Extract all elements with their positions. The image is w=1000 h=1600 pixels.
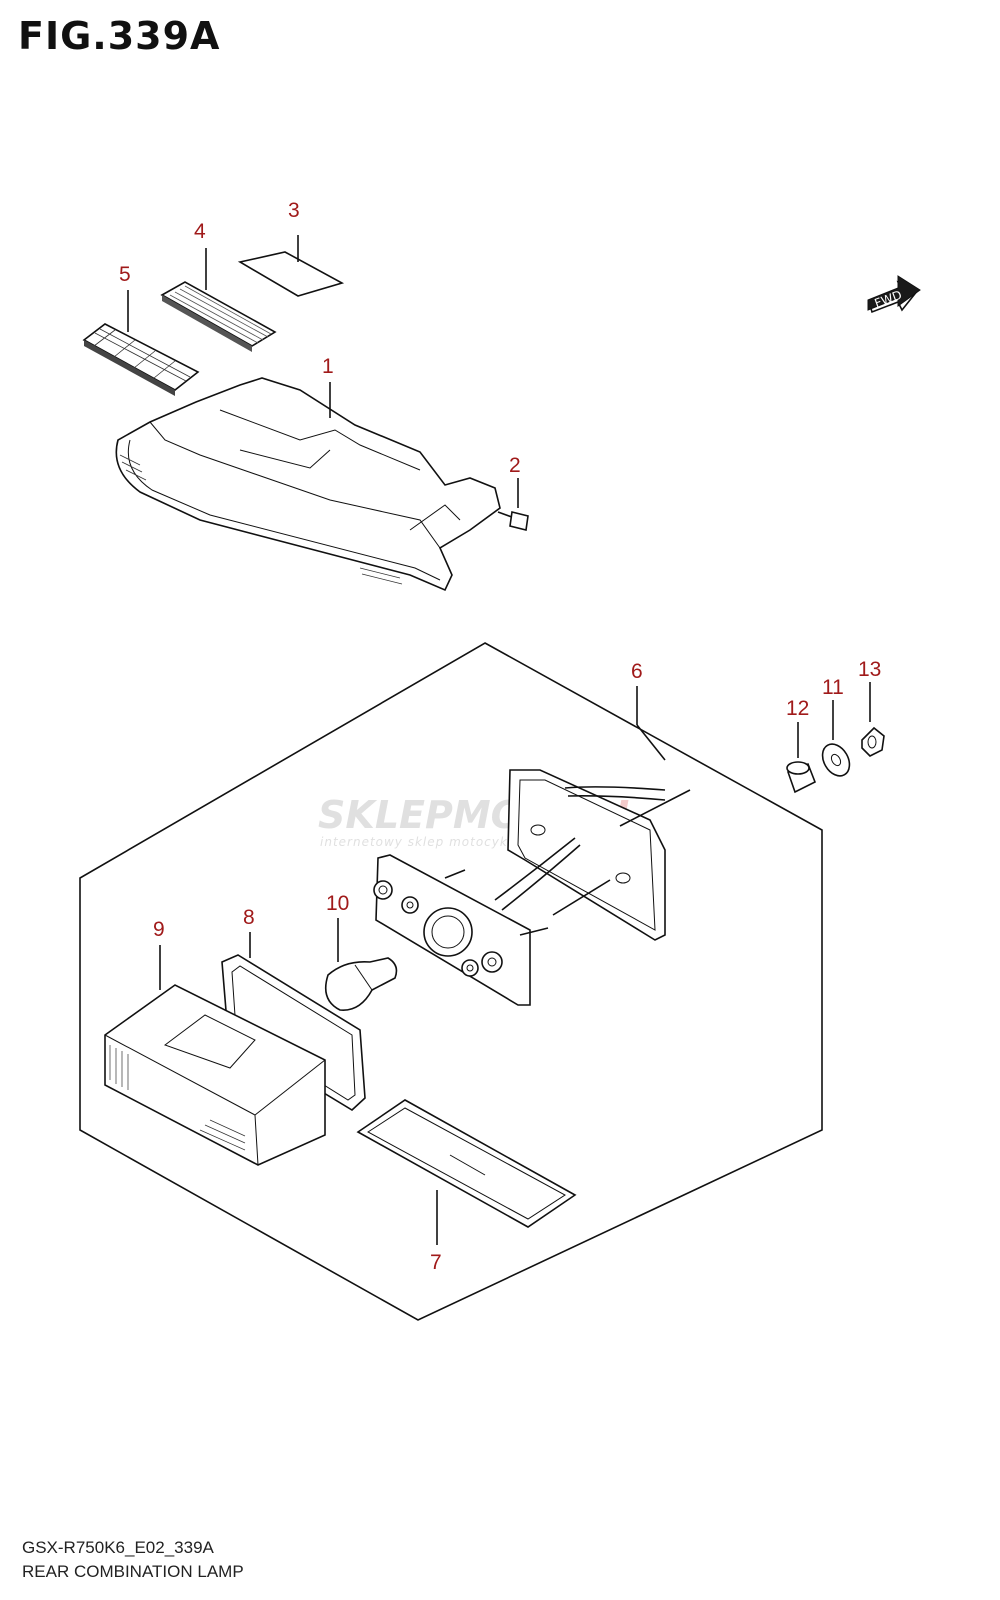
part-10-bulb bbox=[324, 918, 398, 1011]
part-4-reflector bbox=[160, 248, 277, 352]
callout-1: 1 bbox=[322, 355, 334, 378]
callout-2: 2 bbox=[509, 454, 521, 477]
callout-3: 3 bbox=[288, 199, 300, 222]
callout-labels: 1 2 3 4 5 6 7 8 9 10 11 12 13 bbox=[119, 199, 881, 1274]
part-7-lens-cover bbox=[356, 1099, 577, 1245]
part-13-nut bbox=[861, 682, 885, 757]
part-12-collar bbox=[786, 722, 817, 794]
part-11-washer bbox=[821, 700, 851, 777]
callout-10: 10 bbox=[326, 892, 349, 915]
watermark-tagline: internetowy sklep motocyklowy bbox=[320, 835, 539, 849]
callout-11: 11 bbox=[822, 676, 844, 699]
callout-4: 4 bbox=[194, 220, 206, 243]
part-2-screw bbox=[497, 478, 529, 531]
part-9-lens bbox=[104, 945, 326, 1166]
part-5-grid-reflector bbox=[82, 290, 200, 396]
callout-13: 13 bbox=[858, 658, 881, 681]
callout-12: 12 bbox=[786, 697, 809, 720]
part-3-pad bbox=[237, 235, 345, 297]
fwd-label: FWD bbox=[873, 288, 904, 311]
part-1-lamp-housing bbox=[115, 377, 501, 592]
figure-code: GSX-R750K6_E02_339A bbox=[22, 1538, 214, 1557]
callout-5: 5 bbox=[119, 263, 131, 286]
callout-6: 6 bbox=[631, 660, 643, 683]
figure-title: FIG.339A bbox=[18, 14, 221, 58]
part-6-socket-assembly bbox=[373, 686, 691, 1006]
callout-7: 7 bbox=[430, 1251, 442, 1274]
callout-8: 8 bbox=[243, 906, 255, 929]
assembly-box-outline bbox=[79, 642, 823, 1321]
fwd-arrow-icon: FWD bbox=[867, 275, 921, 314]
figure-name: REAR COMBINATION LAMP bbox=[22, 1562, 244, 1581]
callout-9: 9 bbox=[153, 918, 165, 941]
